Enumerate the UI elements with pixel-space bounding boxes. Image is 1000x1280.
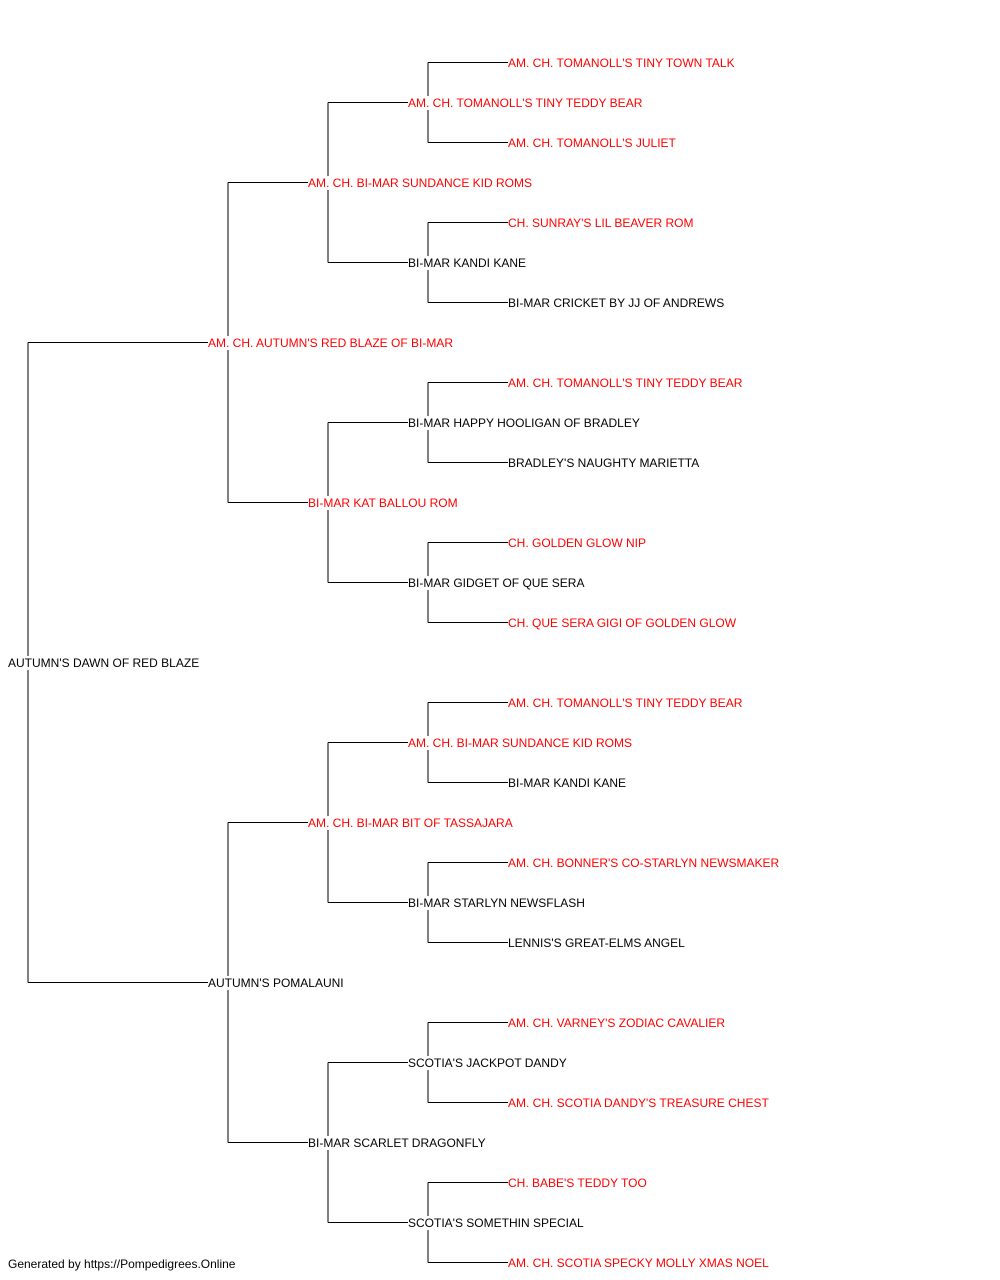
ancestor-name: AM. CH. AUTUMN'S RED BLAZE OF BI-MAR — [208, 335, 455, 350]
ancestor-name: AM. CH. TOMANOLL'S TINY TEDDY BEAR — [508, 695, 745, 710]
ancestor-name: CH. GOLDEN GLOW NIP — [508, 535, 649, 550]
ancestor-name: AM. CH. BONNER'S CO-STARLYN NEWSMAKER — [508, 855, 782, 870]
ancestor-name: SCOTIA'S SOMETHIN SPECIAL — [408, 1215, 586, 1230]
ancestor-name: CH. QUE SERA GIGI OF GOLDEN GLOW — [508, 615, 739, 630]
ancestor-name: AM. CH. TOMANOLL'S JULIET — [508, 135, 678, 150]
ancestor-name: AM. CH. SCOTIA DANDY'S TREASURE CHEST — [508, 1095, 771, 1110]
ancestor-name: CH. BABE'S TEDDY TOO — [508, 1175, 649, 1190]
ancestor-name: BI-MAR CRICKET BY JJ OF ANDREWS — [508, 295, 727, 310]
ancestor-name: BRADLEY'S NAUGHTY MARIETTA — [508, 455, 702, 470]
ancestor-name: AM. CH. BI-MAR BIT OF TASSAJARA — [308, 815, 515, 830]
subject-dog-name: AUTUMN'S DAWN OF RED BLAZE — [8, 655, 202, 670]
ancestor-name: BI-MAR KANDI KANE — [508, 775, 629, 790]
ancestor-name: SCOTIA'S JACKPOT DANDY — [408, 1055, 569, 1070]
ancestor-name: LENNIS'S GREAT-ELMS ANGEL — [508, 935, 687, 950]
ancestor-name: BI-MAR SCARLET DRAGONFLY — [308, 1135, 488, 1150]
ancestor-name: AM. CH. TOMANOLL'S TINY TOWN TALK — [508, 55, 737, 70]
footer-credit: Generated by https://Pompedigrees.Online — [8, 1257, 236, 1271]
ancestor-name: AM. CH. BI-MAR SUNDANCE KID ROMS — [408, 735, 635, 750]
ancestor-name: AM. CH. SCOTIA SPECKY MOLLY XMAS NOEL — [508, 1255, 771, 1270]
ancestor-name: AM. CH. TOMANOLL'S TINY TEDDY BEAR — [408, 95, 645, 110]
ancestor-name: CH. SUNRAY'S LIL BEAVER ROM — [508, 215, 696, 230]
ancestor-name: AM. CH. VARNEY'S ZODIAC CAVALIER — [508, 1015, 727, 1030]
ancestor-name: BI-MAR GIDGET OF QUE SERA — [408, 575, 587, 590]
ancestor-name: BI-MAR STARLYN NEWSFLASH — [408, 895, 587, 910]
ancestor-name: BI-MAR HAPPY HOOLIGAN OF BRADLEY — [408, 415, 642, 430]
ancestor-name: BI-MAR KAT BALLOU ROM — [308, 495, 460, 510]
ancestor-name: BI-MAR KANDI KANE — [408, 255, 529, 270]
ancestor-name: AUTUMN'S POMALAUNI — [208, 975, 346, 990]
ancestor-name: AM. CH. BI-MAR SUNDANCE KID ROMS — [308, 175, 535, 190]
ancestor-name: AM. CH. TOMANOLL'S TINY TEDDY BEAR — [508, 375, 745, 390]
